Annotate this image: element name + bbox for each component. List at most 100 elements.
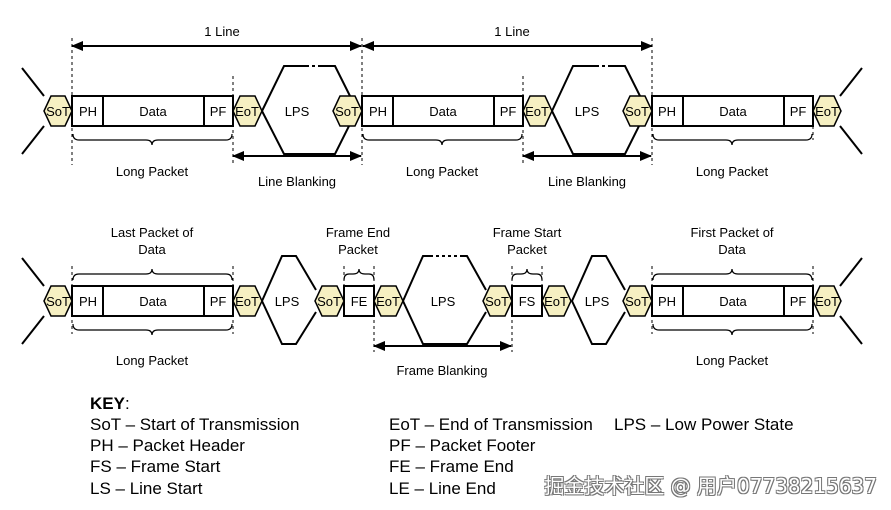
key-sot: SoT – Start of Transmission: [90, 415, 300, 434]
sot-marker: [332, 95, 363, 127]
long-packet-label: Long Packet: [116, 353, 189, 368]
data-label: Data: [429, 104, 457, 119]
key-le: LE – Line End: [389, 479, 496, 498]
lps-label: LPS: [285, 104, 310, 119]
eot-label: EoT: [525, 104, 549, 119]
pf-field: [783, 285, 814, 317]
pf-field: [203, 285, 234, 317]
long-packet-brace: [652, 323, 813, 336]
eot-label: EoT: [544, 294, 568, 309]
sot-label: SoT: [317, 294, 341, 309]
data-field: [392, 95, 495, 127]
line-label: 1 Line: [204, 24, 239, 39]
last-packet-label-line2: Data: [138, 242, 166, 257]
eot-marker: [812, 95, 842, 127]
long-packet-label: Long Packet: [406, 164, 479, 179]
eot-marker: [541, 285, 572, 317]
ph-field: [71, 95, 104, 127]
line-blanking-label: Line Blanking: [548, 174, 626, 189]
frame-start-label-line2: Packet: [507, 242, 547, 257]
data-label: Data: [719, 104, 747, 119]
eot-label: EoT: [376, 294, 400, 309]
frame-end-label-line2: Packet: [338, 242, 378, 257]
lps-label: LPS: [275, 294, 300, 309]
data-label: Data: [139, 104, 167, 119]
data-label: Data: [139, 294, 167, 309]
fs-label: FS: [519, 294, 536, 309]
key-fe: FE – Frame End: [389, 457, 514, 476]
long-packet-brace: [362, 133, 523, 146]
sot-label: SoT: [625, 294, 649, 309]
key-ph: PH – Packet Header: [90, 436, 245, 455]
pf-label: PF: [500, 104, 517, 119]
line-label: 1 Line: [494, 24, 529, 39]
key-title: KEY:: [90, 394, 130, 414]
key-lps: LPS – Low Power State: [614, 415, 794, 434]
pf-label: PF: [790, 104, 807, 119]
first-packet-label-line2: Data: [718, 242, 746, 257]
lps-label: LPS: [431, 294, 456, 309]
sot-label: SoT: [46, 104, 70, 119]
eot-marker: [232, 285, 263, 317]
eot-marker: [232, 95, 263, 127]
eot-marker: [812, 285, 842, 317]
sot-label: SoT: [46, 294, 70, 309]
row1-timing: [21, 38, 863, 165]
first-packet-label-line1: First Packet of: [690, 225, 773, 240]
line-blanking-label: Line Blanking: [258, 174, 336, 189]
key-title-suffix: :: [124, 394, 130, 413]
sot-label: SoT: [335, 104, 359, 119]
frame-start-brace: [511, 268, 543, 281]
sot-marker: [622, 285, 653, 317]
fs-field: [511, 285, 543, 317]
long-packet-label: Long Packet: [696, 353, 769, 368]
ph-label: PH: [658, 104, 676, 119]
lps-label: LPS: [575, 104, 600, 119]
long-packet-brace: [72, 133, 233, 146]
sot-marker: [482, 285, 513, 317]
ph-label: PH: [79, 104, 97, 119]
data-label: Data: [719, 294, 747, 309]
first-packet-brace: [652, 268, 813, 281]
long-packet-brace: [652, 133, 813, 146]
long-packet-label: Long Packet: [696, 164, 769, 179]
data-field: [682, 285, 785, 317]
eot-marker: [522, 95, 553, 127]
last-packet-label-line1: Last Packet of: [111, 225, 194, 240]
eot-label: EoT: [235, 104, 259, 119]
ph-label: PH: [369, 104, 387, 119]
pf-label: PF: [790, 294, 807, 309]
long-packet-label: Long Packet: [116, 164, 189, 179]
sot-marker: [622, 95, 653, 127]
sot-marker: [314, 285, 345, 317]
sot-marker: [43, 285, 73, 317]
data-field: [102, 95, 205, 127]
key-pf: PF – Packet Footer: [389, 436, 536, 455]
fe-label: FE: [351, 294, 368, 309]
sot-label: SoT: [485, 294, 509, 309]
long-packet-brace: [72, 323, 233, 336]
eot-label: EoT: [235, 294, 259, 309]
fe-field: [343, 285, 375, 317]
eot-label: EoT: [815, 294, 839, 309]
eot-label: EoT: [815, 104, 839, 119]
ph-label: PH: [658, 294, 676, 309]
key-ls: LS – Line Start: [90, 479, 203, 498]
frame-start-label-line1: Frame Start: [493, 225, 562, 240]
pf-label: PF: [210, 294, 227, 309]
last-packet-brace: [72, 268, 233, 281]
frame-end-brace: [343, 268, 375, 281]
lps-label: LPS: [585, 294, 610, 309]
frame-end-label-line1: Frame End: [326, 225, 390, 240]
key-eot: EoT – End of Transmission: [389, 415, 593, 434]
sot-label: SoT: [625, 104, 649, 119]
eot-marker: [373, 285, 404, 317]
ph-field: [651, 285, 684, 317]
pf-label: PF: [210, 104, 227, 119]
watermark: 掘金技术社区 @ 用户07738215637: [544, 474, 877, 498]
row2-timing: [21, 255, 863, 352]
ph-label: PH: [79, 294, 97, 309]
data-field: [102, 285, 205, 317]
key-title-text: KEY: [90, 394, 125, 413]
